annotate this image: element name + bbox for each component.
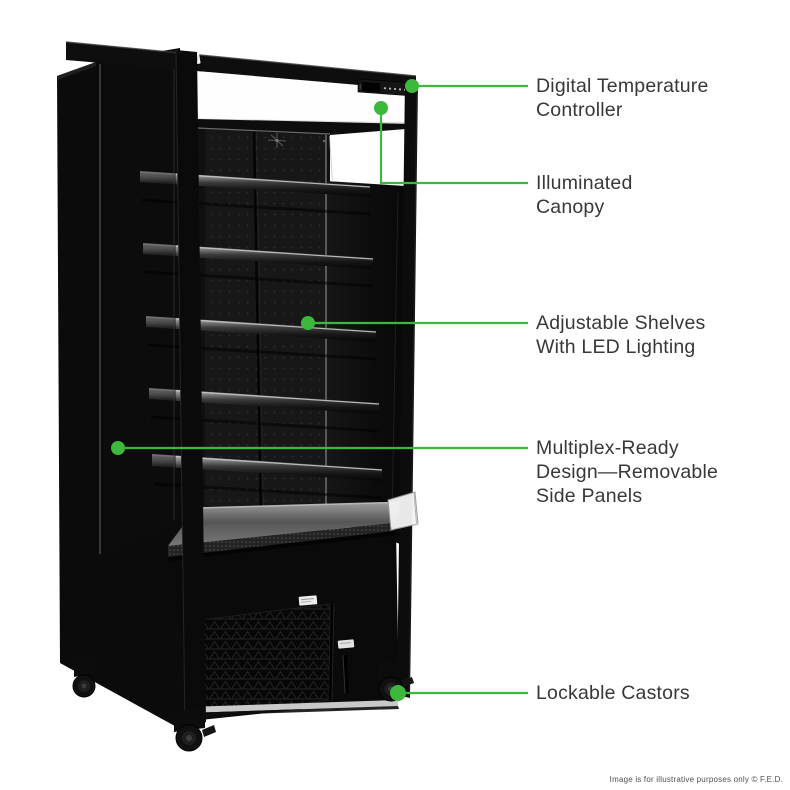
callout-dot-icon: [374, 101, 388, 115]
callout-label-line: Lockable Castors: [536, 682, 690, 704]
ventilation-grille: [199, 603, 331, 717]
spec-label: [298, 595, 318, 606]
front-right-post: [397, 80, 418, 698]
door-seam-highlight: [331, 602, 335, 702]
callout-dot-icon: [405, 79, 419, 93]
castor-lock-lever: [400, 677, 414, 687]
fridge-body: [57, 41, 419, 752]
callout-multiplex-ready: [111, 441, 528, 455]
deck-glass-end: [387, 491, 419, 531]
callout-dot-icon: [111, 441, 125, 455]
image-disclaimer: Image is for illustrative purposes only …: [609, 775, 783, 784]
callout-label-line: Side Panels: [536, 485, 643, 507]
front-left-post: [176, 50, 206, 729]
door-label: [337, 639, 355, 649]
display-deck: [168, 501, 411, 561]
canopy-soffit: [196, 119, 416, 135]
door-handle: [343, 654, 349, 694]
callout-line: [379, 108, 528, 185]
callout-label-line: Adjustable Shelves: [536, 312, 706, 334]
screw-detail: [323, 140, 325, 142]
kick-strip: [186, 700, 398, 713]
callout-label-multiplex-ready: Multiplex-Ready Design—Removable Side Pa…: [536, 436, 718, 508]
callout-label-line: Illuminated: [536, 172, 633, 194]
kick-strip-shadow: [186, 706, 399, 716]
door-handle-highlight: [342, 654, 346, 694]
callout-label-digital-temperature-controller: Digital Temperature Controller: [536, 74, 709, 122]
glass-reflection: [391, 191, 399, 519]
callout-connectors: [111, 79, 528, 701]
callout-lockable-castors: [390, 685, 528, 701]
callout-dot-icon: [301, 316, 315, 330]
callout-adjustable-shelves: [301, 316, 528, 330]
left-glass-tint: [98, 51, 176, 556]
callout-illuminated-canopy: [374, 101, 528, 185]
callout-label-adjustable-shelves: Adjustable Shelves With LED Lighting: [536, 311, 705, 359]
left-panel-top-edge: [57, 62, 96, 80]
fan-fixture: [267, 132, 287, 148]
controller-display: [362, 82, 380, 93]
canopy-header: [65, 41, 417, 90]
callout-label-line: Digital Temperature: [536, 75, 709, 97]
callout-label-line: Design—Removable: [536, 461, 719, 483]
callout-label-line: Canopy: [536, 196, 605, 218]
glass-edge-highlight: [329, 135, 333, 183]
callout-label-line: Controller: [536, 99, 623, 121]
front-right-post-highlight: [408, 82, 418, 698]
controller-buttons: [383, 87, 407, 91]
base-cabinet: [170, 530, 399, 721]
callout-label-illuminated-canopy: Illuminated Canopy: [536, 171, 633, 219]
castor-lock-lever: [202, 725, 216, 737]
callout-dot-icon: [390, 685, 406, 701]
pegboard-back-panel: [205, 128, 326, 518]
castor-front-left: [174, 708, 216, 752]
deck-mesh-strip: [168, 523, 394, 557]
callout-label-line: With LED Lighting: [536, 336, 696, 358]
door-seam: [329, 602, 333, 702]
callout-digital-temperature-controller: [405, 79, 528, 93]
castor-rear-left: [72, 655, 96, 698]
digital-temperature-controller: [357, 78, 415, 97]
front-left-post-highlight: [175, 49, 186, 730]
right-side-glass-inner: [326, 181, 406, 546]
callout-label-lockable-castors: Lockable Castors: [536, 681, 690, 705]
callout-label-line: Multiplex-Ready: [536, 437, 679, 459]
